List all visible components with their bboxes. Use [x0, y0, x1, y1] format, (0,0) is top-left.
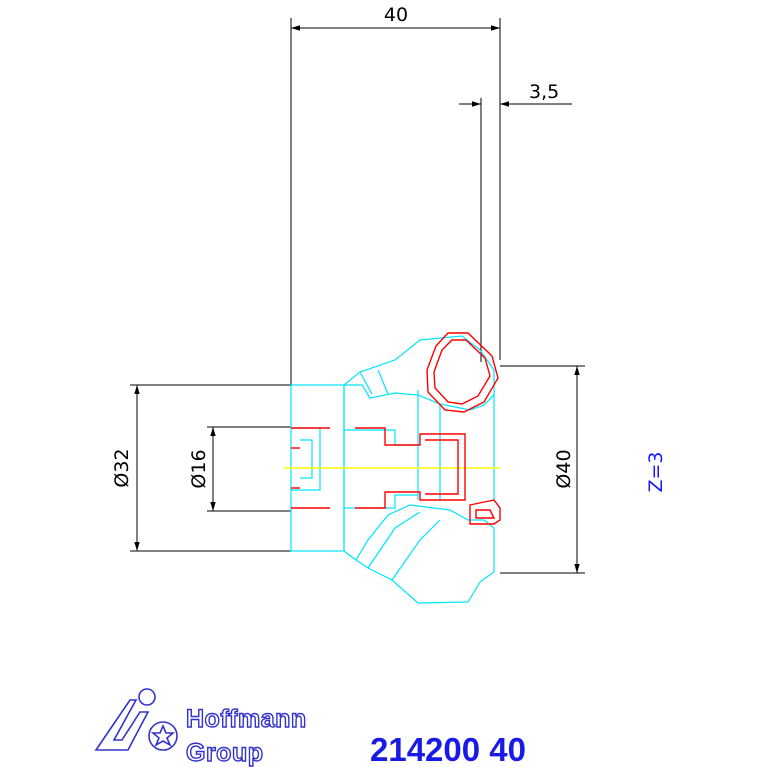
logo-text-line1: Hoffmann [186, 705, 307, 733]
shank-diameter-label: Ø32 [111, 448, 133, 487]
cutting-inserts [291, 332, 501, 525]
length-label: 40 [384, 4, 408, 26]
bore-diameter-label: Ø16 [188, 449, 210, 488]
teeth-count-note: Z=3 [645, 451, 667, 492]
dimension-length: 40 [290, 4, 501, 385]
dimension-shank-diameter: Ø32 [111, 384, 291, 552]
logo-emblem-icon [94, 688, 178, 751]
logo-text-line2: Group [186, 739, 264, 767]
insert-width-label: 3,5 [529, 81, 559, 103]
cutter-body [290, 335, 495, 604]
hoffmann-logo: Hoffmann Group [94, 688, 307, 767]
dimension-insert-width: 3,5 [459, 81, 572, 362]
dimension-cutting-diameter: Ø40 [500, 365, 585, 574]
article-number: 214200 40 [370, 731, 526, 767]
dimension-bore-diameter: Ø16 [188, 426, 291, 512]
cutting-diameter-label: Ø40 [553, 449, 575, 488]
